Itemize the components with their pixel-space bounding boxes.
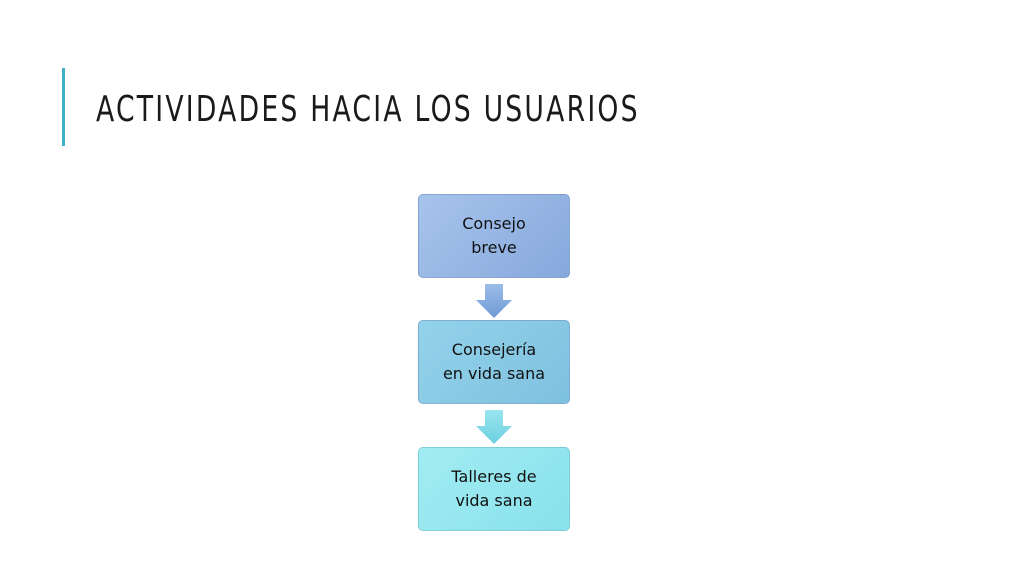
title-accent-bar [62, 68, 65, 146]
flow-step-consejo-breve: Consejo breve [418, 194, 570, 278]
flow-step-talleres: Talleres de vida sana [418, 447, 570, 531]
flow-step-consejeria: Consejería en vida sana [418, 320, 570, 404]
arrow-down-icon [476, 410, 512, 444]
flow-step-label: Talleres de vida sana [451, 467, 537, 510]
slide-title: ACTIVIDADES HACIA LOS USUARIOS [96, 89, 640, 130]
flow-step-label: Consejería en vida sana [442, 340, 546, 383]
arrow-down-icon [476, 284, 512, 318]
flow-step-label: Consejo breve [462, 214, 526, 257]
